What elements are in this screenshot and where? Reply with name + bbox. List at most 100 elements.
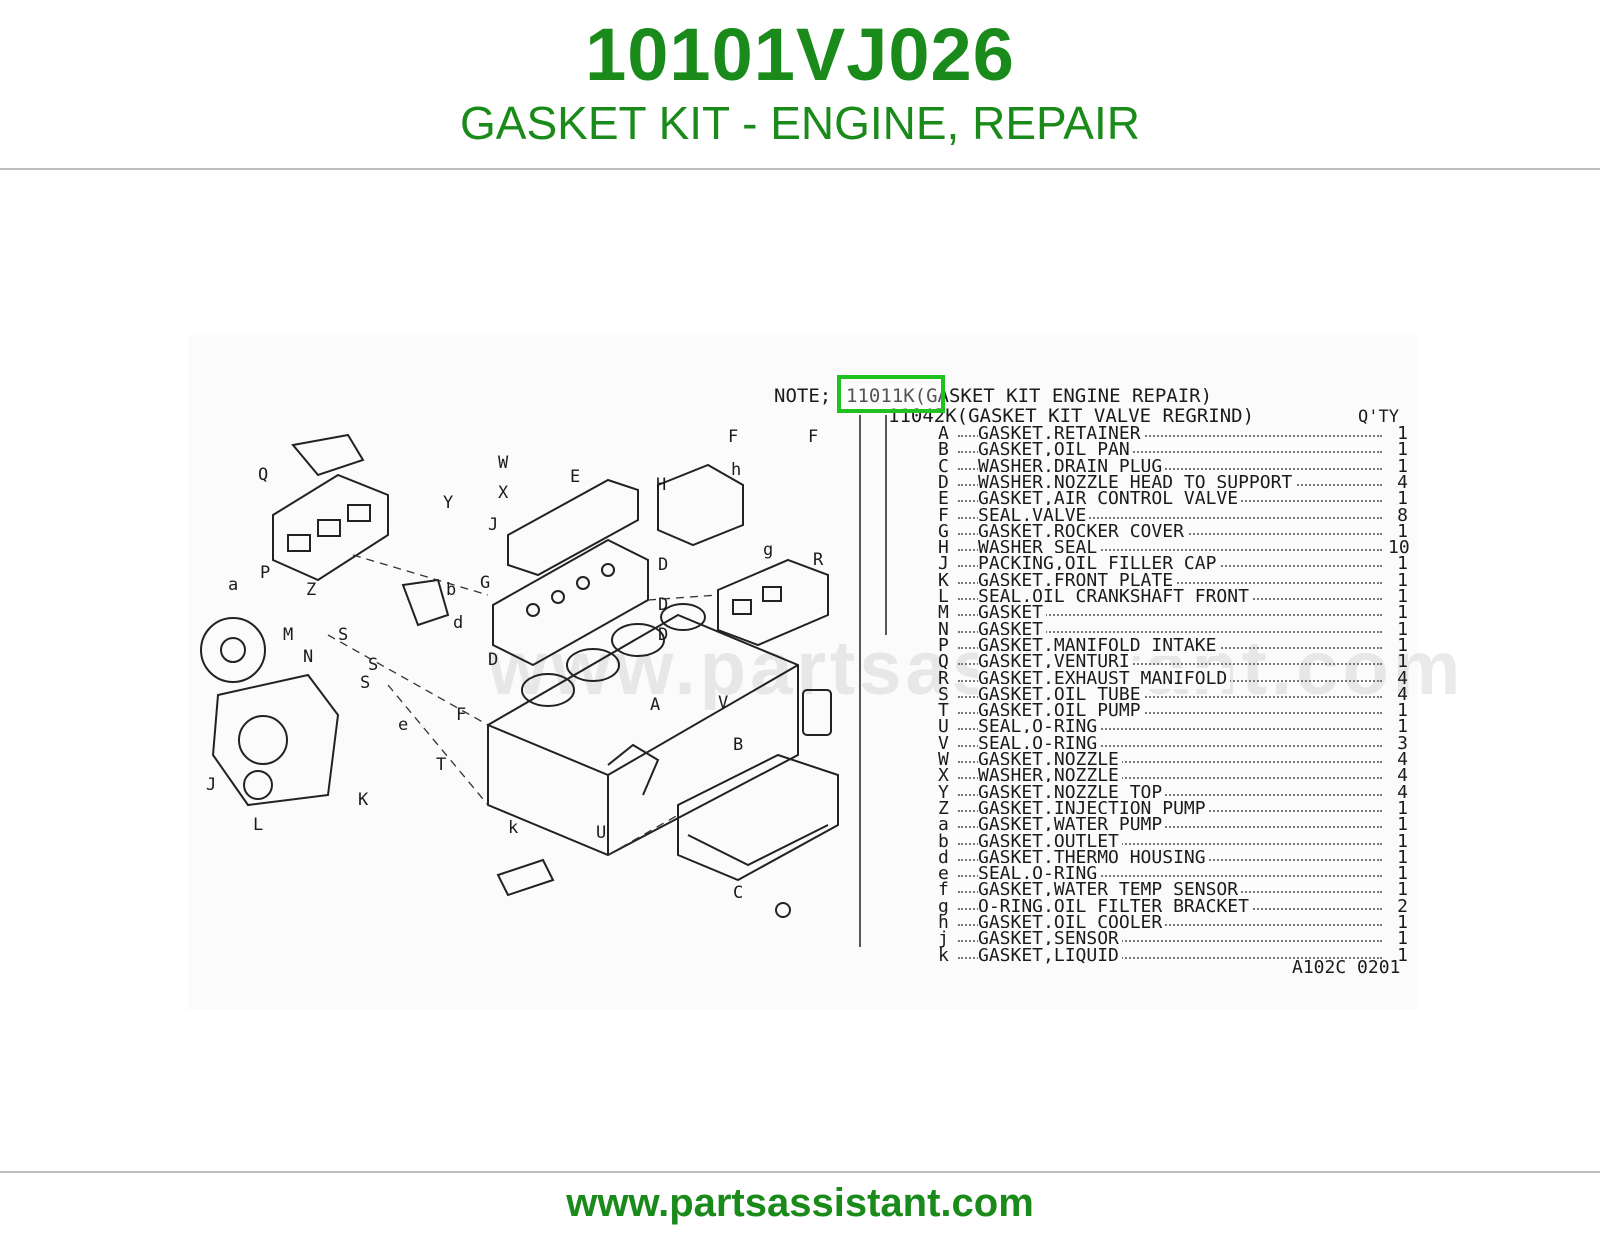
part-code: G xyxy=(938,520,949,542)
part-qty: 1 xyxy=(1397,912,1408,933)
callout-label: J xyxy=(488,515,499,535)
part-qty: 1 xyxy=(1397,846,1408,868)
part-name: WASHER,NOZZLE xyxy=(978,765,1122,787)
part-name: GASKET,OIL TUBE xyxy=(978,683,1144,705)
dotted-leader xyxy=(958,712,1382,715)
dotted-leader xyxy=(958,777,1382,780)
engine-exploded-drawing xyxy=(200,415,887,947)
callout-label: k xyxy=(508,818,519,838)
callout-label: F xyxy=(456,705,467,725)
part-qty: 1 xyxy=(1397,830,1408,852)
part-qty: 1 xyxy=(1397,520,1408,542)
part-code: F xyxy=(938,504,949,526)
part-code: T xyxy=(938,700,949,722)
part-name: GASKET,VENTURI xyxy=(978,651,1133,673)
part-qty: 1 xyxy=(1397,634,1408,656)
callout-label: S xyxy=(360,673,371,693)
part-code: j xyxy=(938,928,949,950)
part-qty: 4 xyxy=(1397,765,1408,787)
dotted-leader xyxy=(958,793,1382,796)
part-description: GASKET KIT - ENGINE, REPAIR xyxy=(460,97,1140,149)
callout-label: T xyxy=(436,755,447,775)
callout-label: F xyxy=(808,427,819,447)
callout-label: N xyxy=(303,647,314,667)
part-code: L xyxy=(938,586,949,607)
highlighted-part-code[interactable] xyxy=(837,375,945,413)
part-name: WASHER SEAL xyxy=(978,537,1101,559)
part-name: GASKET,THERMO HOUSING xyxy=(978,846,1209,868)
callout-label: F xyxy=(728,427,739,447)
part-code: Q xyxy=(938,651,949,673)
dotted-leader xyxy=(958,467,1382,470)
part-name: GASKET,ROCKER COVER xyxy=(978,520,1187,542)
part-qty: 1 xyxy=(1397,602,1408,624)
callout-label: e xyxy=(398,715,409,735)
part-qty: 1 xyxy=(1397,488,1408,510)
part-name: SEAL,VALVE xyxy=(978,504,1090,526)
part-name: O-RING,OIL FILTER BRACKET xyxy=(978,895,1252,917)
part-code: e xyxy=(938,863,949,885)
part-name: GASKET,AIR CONTROL VALVE xyxy=(978,488,1242,510)
callout-label: W xyxy=(498,453,509,473)
callout-label: G xyxy=(480,573,491,593)
part-name: PACKING,OIL FILLER CAP xyxy=(978,553,1220,575)
header-divider xyxy=(0,168,1600,170)
figure-id: A102C 0201 xyxy=(1292,957,1401,978)
part-name: SEAL,OIL CRANKSHAFT FRONT xyxy=(978,586,1252,607)
callout-label: h xyxy=(731,460,742,480)
part-qty: 3 xyxy=(1397,732,1408,754)
part-code: d xyxy=(938,846,949,868)
part-name: SEAL,O-RING xyxy=(978,716,1101,738)
part-code: U xyxy=(938,716,949,738)
part-qty: 1 xyxy=(1397,863,1408,885)
dotted-leader xyxy=(958,875,1382,878)
part-name: GASKET,RETAINER xyxy=(978,423,1144,444)
dotted-leader xyxy=(958,516,1382,519)
part-code: K xyxy=(938,569,949,591)
callout-label: S xyxy=(338,625,349,645)
part-code: H xyxy=(938,537,949,559)
part-qty: 1 xyxy=(1397,455,1408,477)
callout-label: D xyxy=(658,555,669,575)
part-qty: 4 xyxy=(1397,471,1408,493)
rocker-cover-outline xyxy=(507,478,639,577)
callout-label: A xyxy=(650,695,661,715)
engine-block-outline xyxy=(487,613,799,857)
part-qty: 1 xyxy=(1397,879,1408,901)
part-name: GASKET,OUTLET xyxy=(978,830,1122,852)
kit-line-valve-regrind: 11042K(GASKET KIT VALVE REGRIND) xyxy=(888,405,1255,427)
part-qty: 10 xyxy=(1388,537,1410,559)
part-qty: 4 xyxy=(1397,781,1408,803)
part-code: b xyxy=(938,830,949,852)
part-code: f xyxy=(938,879,949,901)
kit-line-engine-repair: 11011K(GASKET KIT ENGINE REPAIR) xyxy=(846,385,1213,407)
part-qty: 1 xyxy=(1397,928,1408,950)
parts-diagram: www.partsassistant.com xyxy=(188,335,1460,1010)
part-code: B xyxy=(938,439,949,461)
part-name: GASKET xyxy=(978,618,1047,640)
footer-website-link[interactable]: www.partsassistant.com xyxy=(566,1181,1034,1225)
dotted-leader xyxy=(958,451,1382,454)
part-name: SEAL,O-RING xyxy=(978,732,1101,754)
part-code: Y xyxy=(938,781,949,803)
callout-label: Y xyxy=(443,493,454,513)
callout-label: d xyxy=(453,613,464,633)
part-name: WASHER,NOZZLE HEAD TO SUPPORT xyxy=(978,471,1296,493)
callout-label: R xyxy=(813,550,824,570)
part-qty: 8 xyxy=(1397,504,1408,526)
callout-label: J xyxy=(206,775,217,795)
part-code: M xyxy=(938,602,949,624)
part-code: X xyxy=(938,765,949,787)
part-name: GASKET,OIL COOLER xyxy=(978,912,1166,933)
part-name: GASKET,OIL PAN xyxy=(978,439,1133,461)
part-code: V xyxy=(938,732,949,754)
part-name: WASHER,DRAIN PLUG xyxy=(978,455,1166,477)
note-label: NOTE; xyxy=(774,385,832,407)
part-name: GASKET,WATER PUMP xyxy=(978,814,1166,836)
part-name: GASKET,NOZZLE xyxy=(978,749,1122,770)
part-code: E xyxy=(938,488,949,510)
page-header: 10101VJ026 GASKET KIT - ENGINE, REPAIR xyxy=(0,0,1600,170)
part-code: g xyxy=(938,895,949,917)
dotted-leader xyxy=(958,924,1382,926)
part-qty: 1 xyxy=(1397,944,1408,966)
